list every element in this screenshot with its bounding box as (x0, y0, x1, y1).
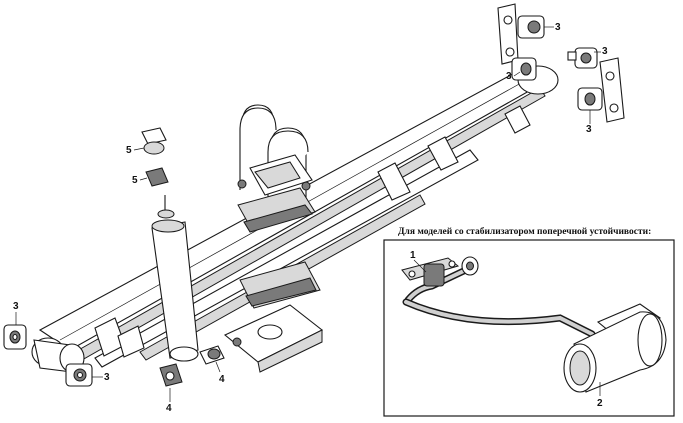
callout-5-b: 5 (132, 175, 138, 186)
callout-3-e: 3 (13, 301, 19, 312)
shock-nuts-top (141, 127, 169, 187)
front-bush-left (3, 324, 27, 350)
callout-4-a: 4 (219, 374, 225, 385)
callout-3-d: 3 (586, 124, 592, 135)
rear-bush-upper (517, 15, 545, 39)
inset-callout-2: 2 (597, 398, 603, 409)
upper-plate (237, 187, 316, 233)
inset-title: Для моделей со стабилизатором поперечной… (398, 226, 651, 237)
callout-3-f: 3 (104, 372, 110, 383)
callout-3-c: 3 (506, 71, 512, 82)
shock-nut-bottom (159, 363, 183, 387)
axle-bracket (223, 304, 324, 373)
front-bush-right (65, 363, 93, 387)
rear-bush-middle (511, 57, 537, 81)
shock-absorber (151, 195, 225, 365)
lower-pad (239, 261, 321, 309)
upper-pad (249, 154, 313, 196)
callout-3-b: 3 (602, 46, 608, 57)
callout-3-a: 3 (555, 22, 561, 33)
stabilizer-inset: Для моделей со стабилизатором поперечной… (383, 226, 675, 417)
callout-4-b: 4 (166, 403, 172, 414)
callout-5-a: 5 (126, 145, 132, 156)
front-spring-eye (31, 337, 85, 373)
callouts: 3 3 3 3 3 3 5 5 4 4 (13, 22, 608, 414)
inset-callout-1: 1 (410, 250, 416, 261)
rear-bush-bolt (567, 47, 598, 69)
rear-bush-lower (577, 87, 603, 111)
stabilizer-bracket (401, 256, 479, 287)
axle-tube (563, 311, 667, 393)
